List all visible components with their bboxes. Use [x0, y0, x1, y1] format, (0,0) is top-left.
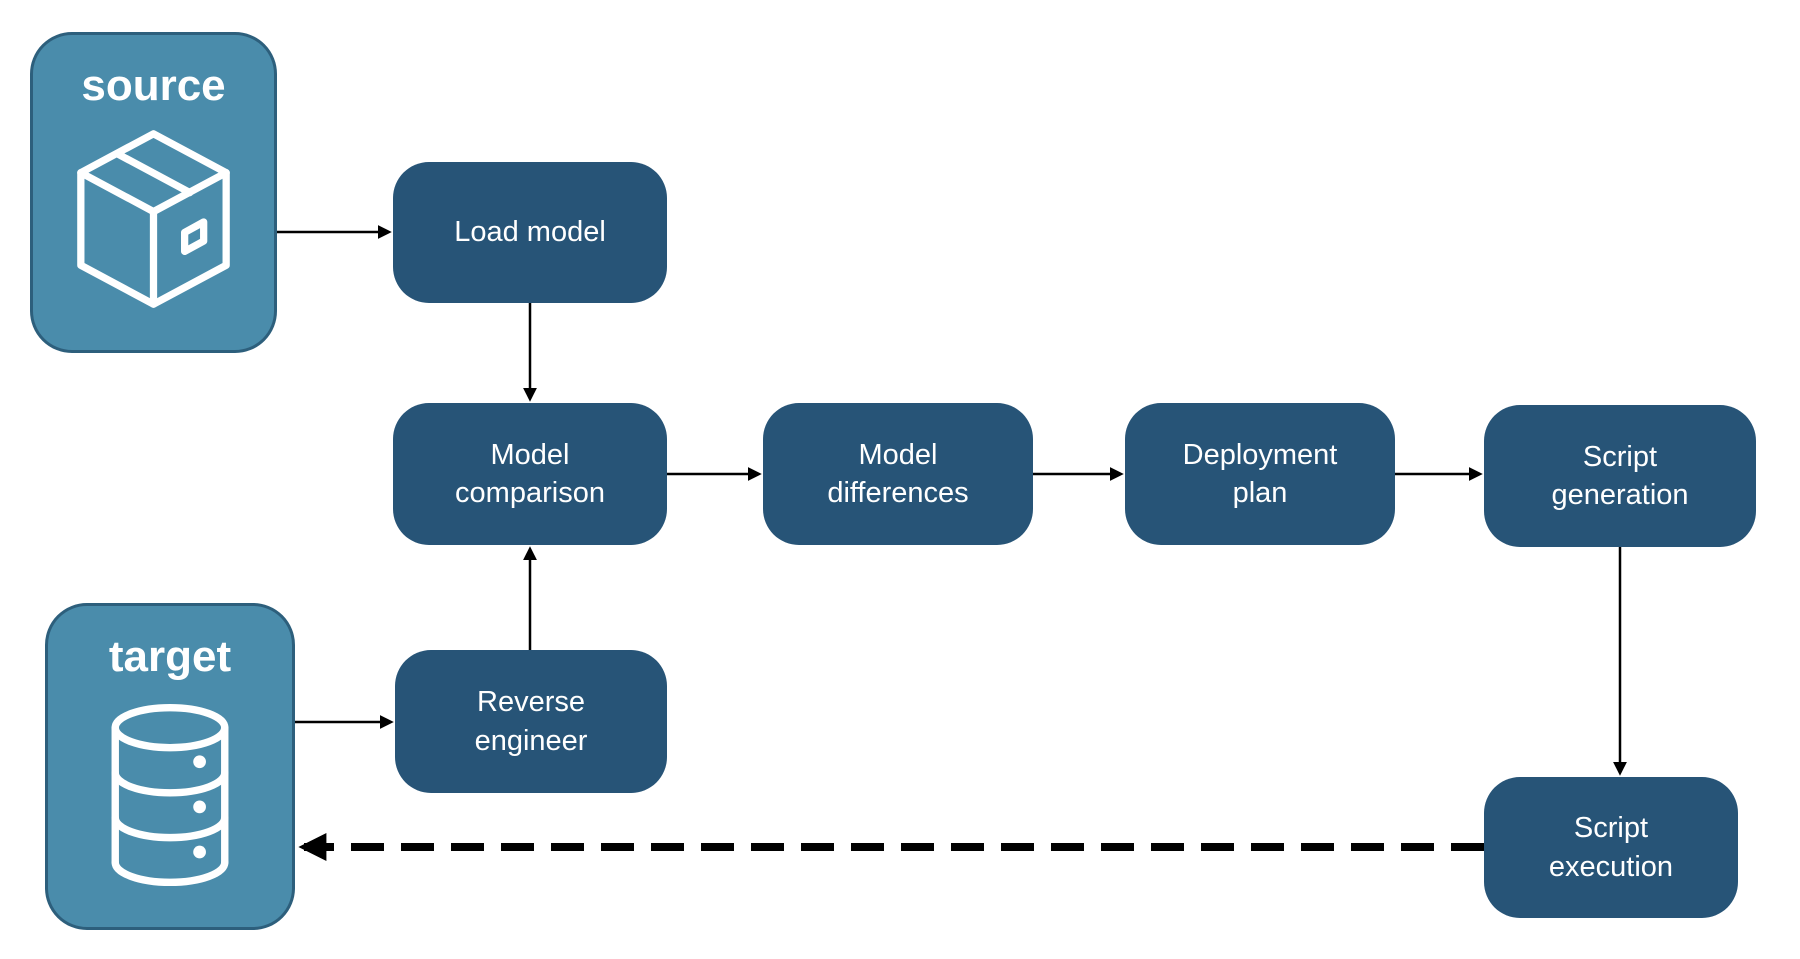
script-execution-node: Script execution — [1484, 777, 1738, 918]
script-execution-label: Script execution — [1548, 812, 1674, 883]
model-comparison-label: Model comparison — [455, 438, 605, 509]
load-model-node: Load model — [393, 162, 667, 303]
database-icon — [111, 703, 229, 887]
script-generation-label: Script generation — [1551, 440, 1689, 511]
reverse-engineer-label: Reverse engineer — [474, 686, 588, 757]
source-node: source — [30, 32, 277, 353]
model-comparison-node: Model comparison — [393, 403, 667, 545]
model-differences-label: Model differences — [827, 438, 969, 509]
reverse-engineer-node: Reverse engineer — [395, 650, 667, 793]
package-icon — [77, 130, 230, 308]
deployment-plan-label: Deployment plan — [1182, 438, 1338, 509]
model-differences-node: Model differences — [763, 403, 1033, 545]
load-model-label: Load model — [454, 216, 606, 249]
target-label: target — [108, 632, 232, 681]
target-node: target — [45, 603, 295, 930]
deployment-plan-node: Deployment plan — [1125, 403, 1395, 545]
source-label: source — [81, 61, 226, 110]
script-generation-node: Script generation — [1484, 405, 1756, 547]
